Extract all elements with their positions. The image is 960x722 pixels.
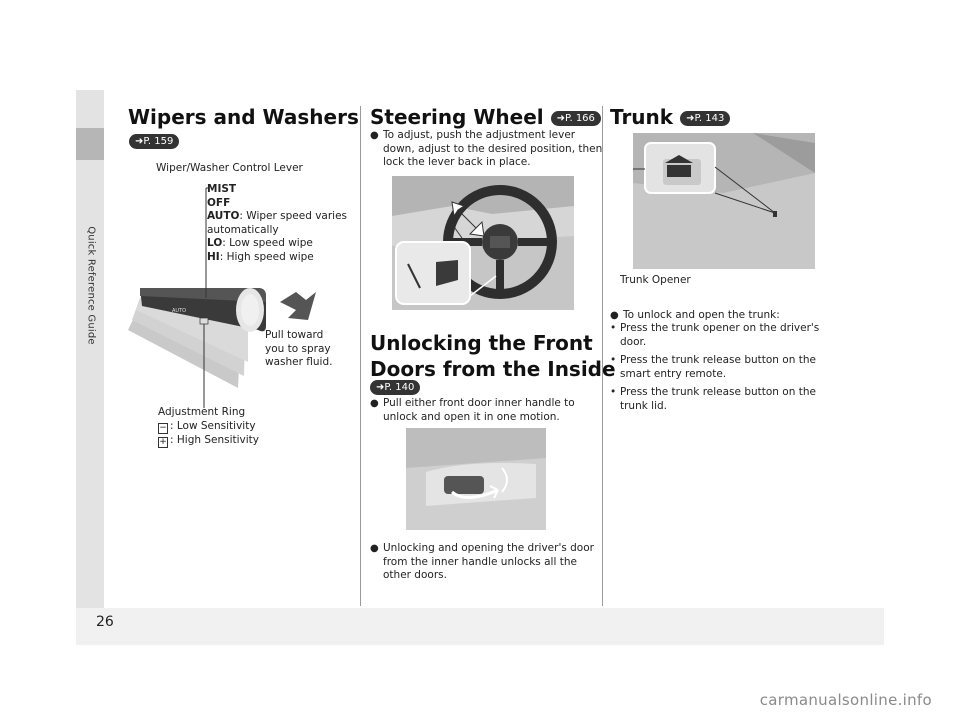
sidebar-tab-marker: [76, 128, 104, 160]
sidebar-label: Quick Reference Guide: [85, 226, 97, 345]
svg-text:AUTO: AUTO: [172, 308, 186, 314]
trunk-title: Trunk ➜P. 143: [610, 105, 731, 129]
trunk-page-ref[interactable]: ➜P. 143: [680, 111, 731, 126]
wipers-title: Wipers and Washers: [128, 105, 359, 129]
wiper-lever-illustration: AUTO: [128, 187, 316, 408]
plus-icon: +: [158, 436, 168, 448]
door-handle-illustration: [406, 428, 546, 530]
doors-page-ref[interactable]: ➜P. 140: [370, 380, 421, 395]
trunk-bullet-1: To unlock and open the trunk:: [610, 309, 780, 323]
minus-icon: −: [158, 422, 168, 434]
trunk-method-remote: Press the trunk release button on the sm…: [610, 354, 816, 381]
doors-bullet-1: Pull either front door inner handle to u…: [370, 397, 575, 424]
control-lever-label: Wiper/Washer Control Lever: [156, 162, 303, 174]
wiper-modes: MIST OFF AUTO: Wiper speed varies automa…: [207, 183, 348, 263]
steering-bullet-1: To adjust, push the adjustment lever dow…: [370, 129, 602, 170]
wipers-page-ref[interactable]: ➜P. 159: [129, 134, 180, 149]
column-divider-2: [602, 106, 603, 606]
footer-band: [104, 608, 884, 645]
trunk-opener-label: Trunk Opener: [620, 274, 691, 286]
adjustment-ring-info: Adjustment Ring −: Low Sensitivity +: Hi…: [158, 406, 260, 448]
trunk-method-door: Press the trunk opener on the driver's d…: [610, 322, 819, 349]
watermark: carmanualsonline.info: [759, 691, 932, 709]
doors-bullet-2: Unlocking and opening the driver's door …: [370, 542, 594, 583]
sidebar: Quick Reference Guide: [76, 90, 104, 608]
doors-title: Unlocking the Front Doors from the Insid…: [370, 331, 616, 381]
steering-page-ref[interactable]: ➜P. 166: [550, 111, 601, 126]
steering-wheel-illustration: [392, 176, 574, 310]
page-number: 26: [96, 614, 114, 630]
trunk-method-lid: Press the trunk release button on the tr…: [610, 386, 816, 413]
steering-title: Steering Wheel ➜P. 166: [370, 105, 601, 129]
column-divider-1: [360, 106, 361, 606]
trunk-opener-illustration: [633, 133, 815, 269]
pull-toward-note: Pull toward you to spray washer fluid.: [265, 329, 333, 368]
